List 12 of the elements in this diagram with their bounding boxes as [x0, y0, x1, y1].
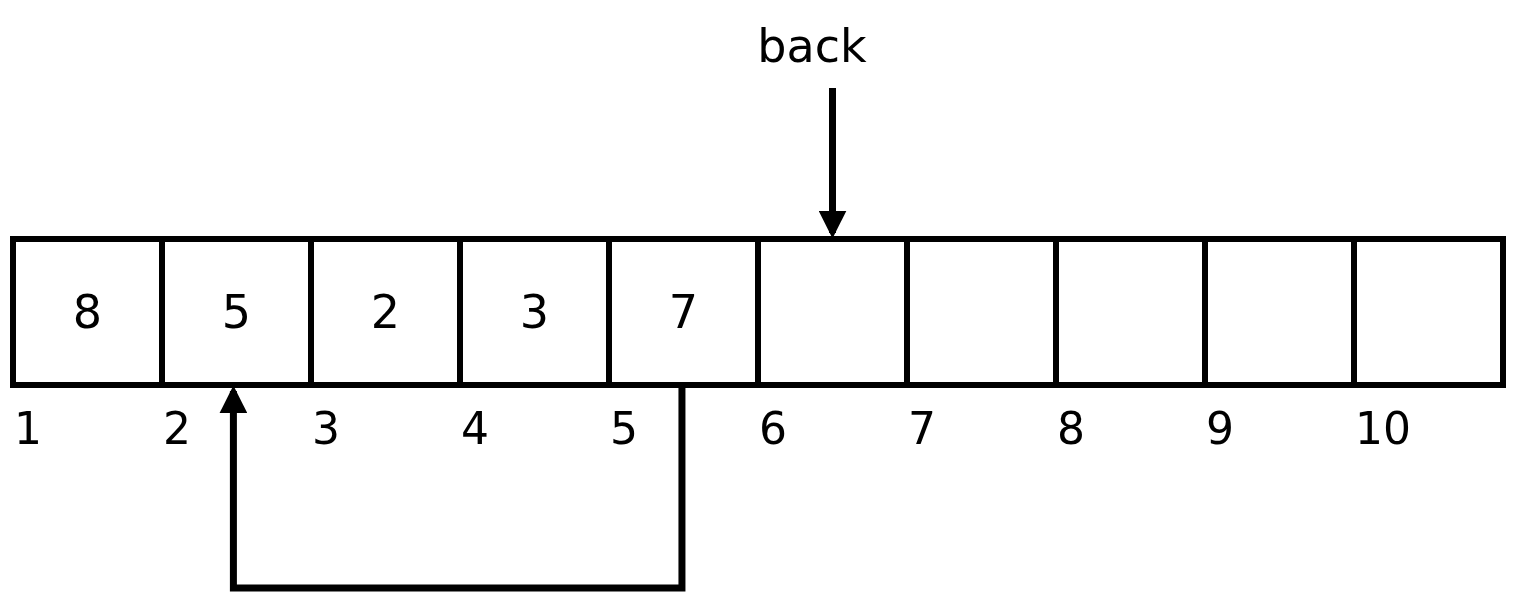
arrow — [219, 385, 686, 592]
index-number: 6 — [759, 404, 787, 454]
index-number: 4 — [461, 404, 489, 454]
index-number: 9 — [1206, 404, 1234, 454]
index-number: 2 — [163, 404, 191, 454]
index-number: 7 — [908, 404, 936, 454]
index-number: 3 — [312, 404, 340, 454]
index-number: 5 — [610, 404, 638, 454]
index-number: 1 — [14, 404, 42, 454]
index-number: 10 — [1355, 404, 1411, 454]
index-number: 8 — [1057, 404, 1085, 454]
pointer-label: back — [752, 14, 872, 78]
